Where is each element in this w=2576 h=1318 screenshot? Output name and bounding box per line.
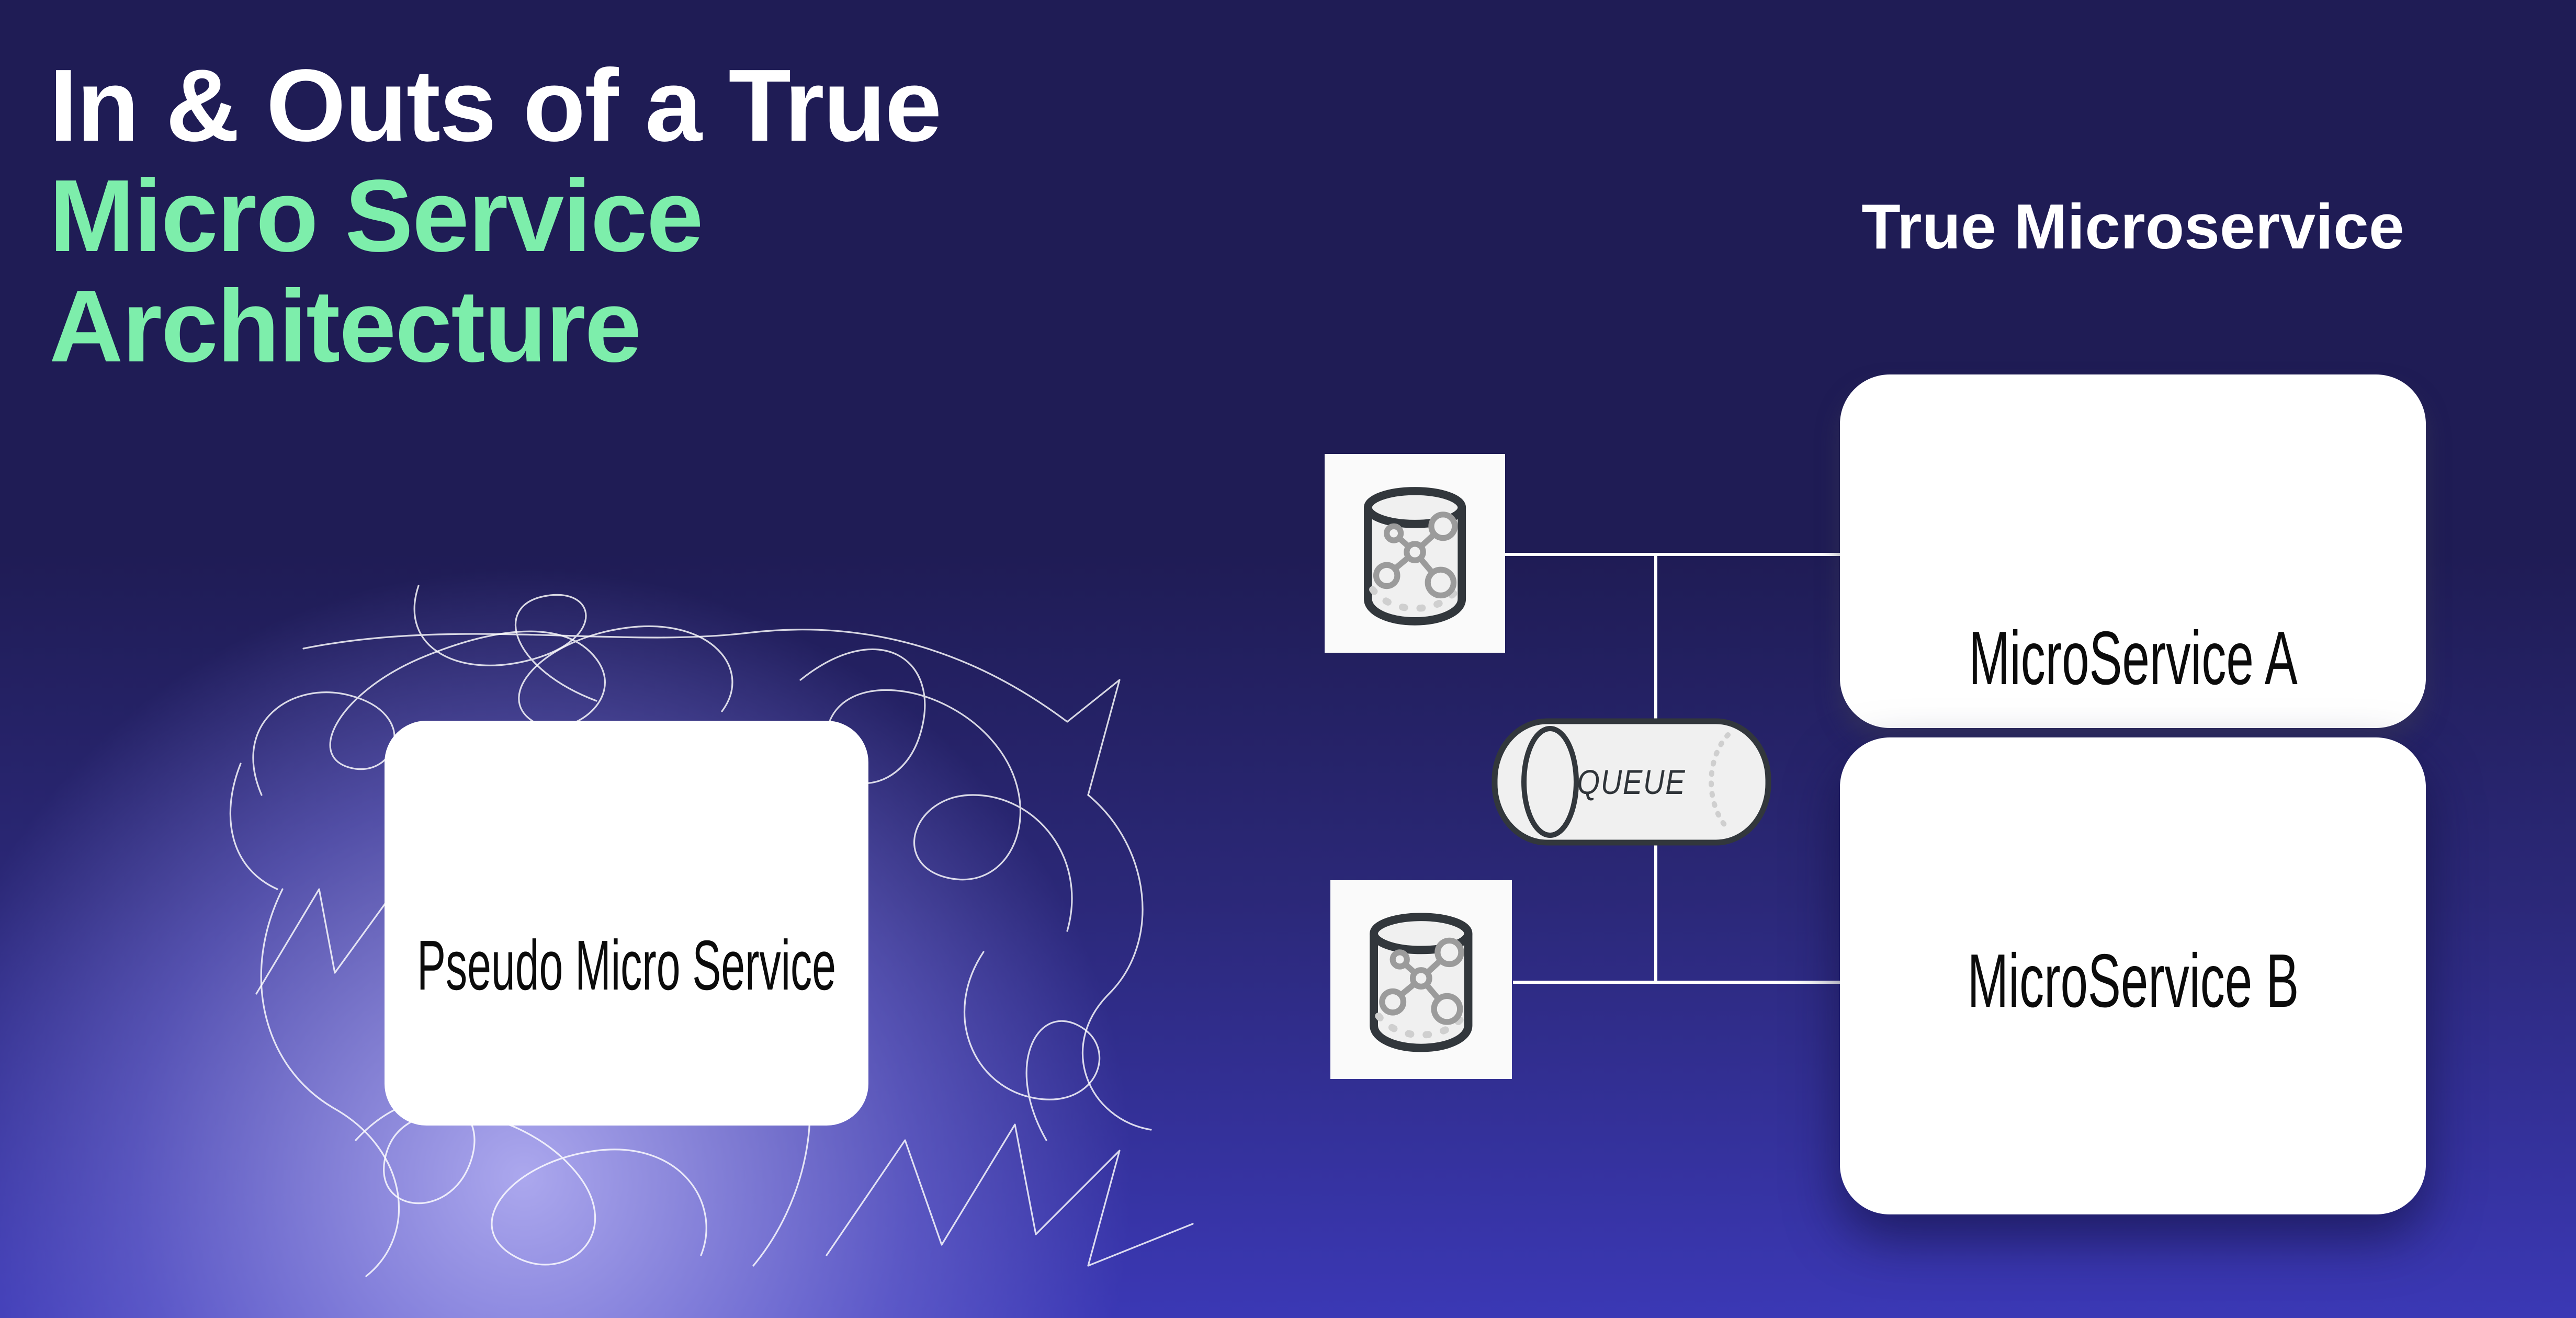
database-cylinder-icon [1363, 487, 1466, 626]
true-microservice-heading: True Microservice [1861, 191, 2404, 262]
microservice-a-card: MicroService A [1840, 374, 2426, 728]
microservice-a-label: MicroService A [1968, 616, 2298, 700]
title-line-2: Micro Service [49, 158, 704, 273]
queue-cylinder-icon: QUEUE [1492, 718, 1771, 846]
connector-line-top [1505, 553, 1840, 556]
queue-label: QUEUE [1577, 763, 1686, 801]
microservice-b-label: MicroService B [1967, 938, 2299, 1023]
database-network-icon [1325, 454, 1505, 653]
queue-cylinder-shape [1492, 718, 1771, 846]
page-title: In & Outs of a True Micro Service Archit… [49, 48, 942, 383]
microservice-b-card: MicroService B [1840, 737, 2426, 1214]
connector-line-bottom [1513, 981, 1840, 984]
pseudo-micro-service-card: Pseudo Micro Service [385, 721, 868, 1126]
pseudo-micro-service-label: Pseudo Micro Service [417, 926, 836, 1005]
database-cylinder-icon [1370, 913, 1473, 1052]
title-line-3: Architecture [49, 269, 642, 383]
title-line-1: In & Outs of a True [49, 48, 942, 163]
database-network-icon [1330, 880, 1512, 1079]
